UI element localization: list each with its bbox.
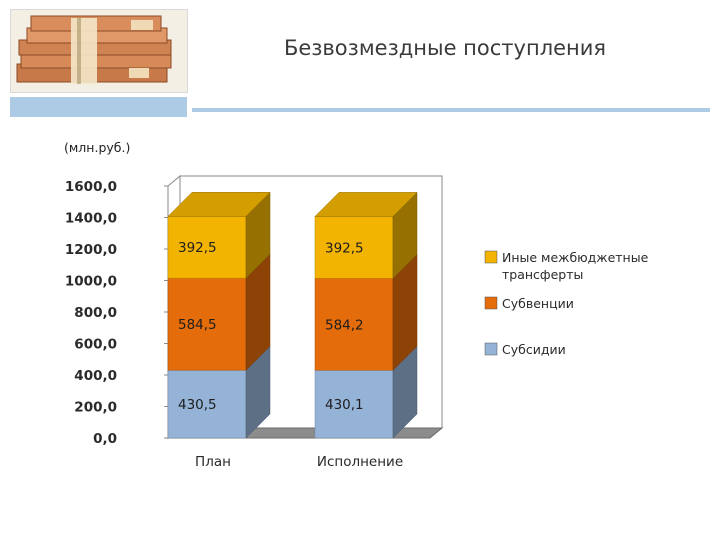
bar-segment <box>167 369 247 439</box>
x-category-label: Исполнение <box>317 454 403 470</box>
y-tick-label: 200,0 <box>74 400 117 416</box>
y-tick-label: 1600,0 <box>65 179 117 195</box>
legend-label: трансферты <box>502 267 583 282</box>
bar-segment <box>314 277 394 371</box>
bar-segment <box>314 216 394 279</box>
y-tick-label: 600,0 <box>74 337 117 353</box>
data-label: 584,2 <box>325 317 364 333</box>
legend-swatch <box>484 296 498 310</box>
accent-bar <box>10 97 187 117</box>
y-tick-label: 400,0 <box>74 368 117 384</box>
data-label: 584,5 <box>178 317 217 333</box>
bar-segment <box>314 370 394 439</box>
accent-rule <box>192 108 710 112</box>
x-category-label: План <box>195 454 231 470</box>
legend-label: Субвенции <box>502 296 574 311</box>
bar-segment <box>167 216 247 279</box>
legend-swatch <box>484 250 498 264</box>
money-stack-image <box>10 9 188 93</box>
y-tick-label: 1400,0 <box>65 211 117 227</box>
y-tick-label: 1000,0 <box>65 274 117 290</box>
data-label: 392,5 <box>178 240 217 256</box>
y-tick-label: 0,0 <box>93 431 117 447</box>
legend-swatch <box>484 342 498 356</box>
data-label: 392,5 <box>325 240 364 256</box>
y-tick-label: 800,0 <box>74 305 117 321</box>
legend-label: Иные межбюджетные <box>502 250 649 265</box>
data-label: 430,1 <box>325 397 364 413</box>
data-label: 430,5 <box>178 397 217 413</box>
bar-segment <box>167 277 247 371</box>
y-tick-label: 1200,0 <box>65 242 117 258</box>
bar-segment-top <box>314 192 418 217</box>
legend-label: Субсидии <box>502 342 566 357</box>
page-title: Безвозмездные поступления <box>283 36 607 60</box>
bar-segment-top <box>167 192 271 217</box>
unit-label: (млн.руб.) <box>64 140 131 155</box>
